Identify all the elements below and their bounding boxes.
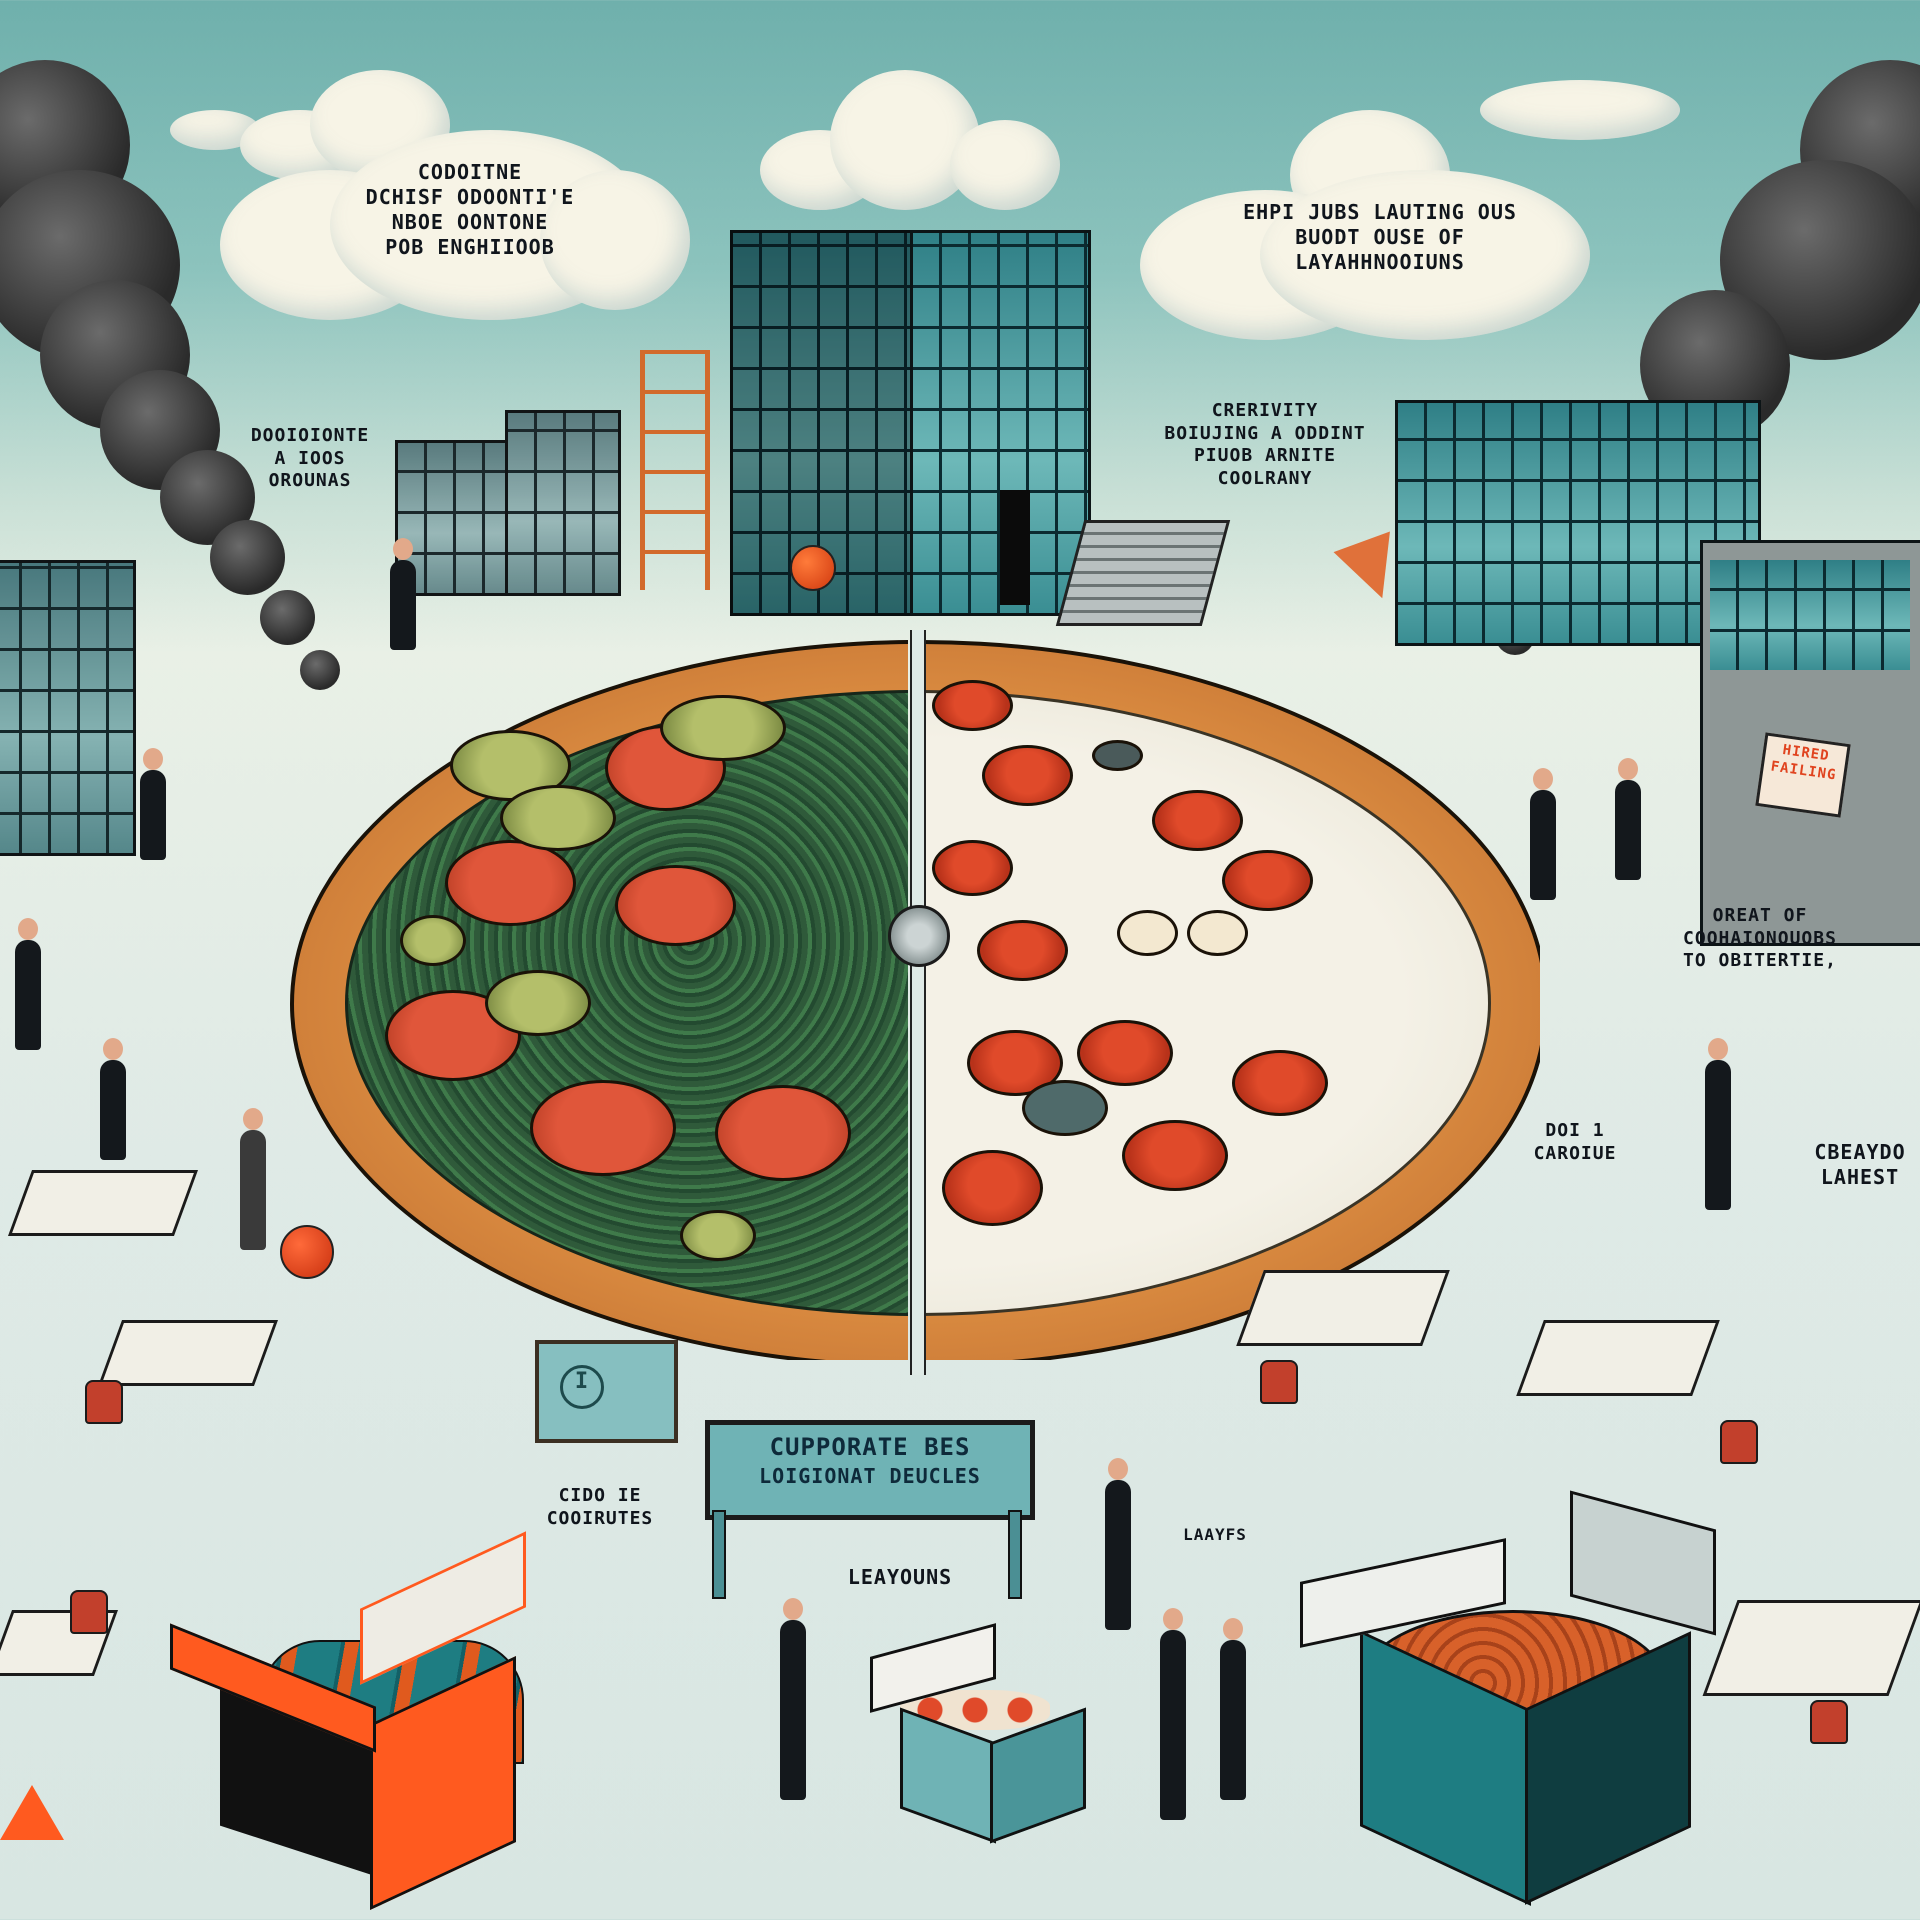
cloud-left-text: CODOITNE DCHISF ODOONTI'E NBOE OONTONE P… (365, 160, 575, 259)
sign-below-label: LEAYOUNS (847, 1565, 953, 1589)
building-left-edge (0, 560, 136, 856)
corporate-sign (705, 1420, 1035, 1520)
cloud-right-text: EHPI JUBS LAUTING OUS BUODT OUSE OF LAYA… (1243, 200, 1517, 274)
building-sign: HIRED FAILING (1755, 732, 1851, 818)
annotation-left-mid: DOOIOIONTE A IOOS OROUNAS (250, 425, 370, 491)
split-pizza (290, 630, 1540, 1375)
building-door (1000, 490, 1030, 605)
orange-ball (790, 545, 836, 591)
orange-box-with-vegetables (150, 1531, 530, 1911)
annotation-right-mid: OREAT OF COOHAIONOUOBS TO OBITERTIE, (1683, 905, 1837, 971)
pizza-left-half (290, 640, 908, 1360)
ladder (640, 350, 710, 590)
building-right-long (1395, 400, 1761, 646)
corporate-sign-post-left (712, 1510, 726, 1599)
corporate-sign-line1: CUPPORATE BES (769, 1433, 971, 1461)
annotation-right-low-b: CBEAYDO LAHEST (1814, 1140, 1906, 1189)
pizza-center-divider (910, 630, 926, 1375)
annotation-right-low-a: DOI 1 CAROIUE (1533, 1120, 1617, 1164)
whiteboard-glyph: I (560, 1365, 604, 1409)
pizza-right-half (922, 640, 1540, 1360)
building-left-small-2 (505, 410, 621, 596)
stacked-papers (1055, 520, 1231, 626)
whiteboard (535, 1340, 678, 1443)
annotation-bottom-left: CIDO IE COOIRUTES (546, 1485, 654, 1529)
pizza-center-knob (888, 905, 950, 967)
corporate-sign-line2: LOIGIONAT DEUCLES (759, 1464, 981, 1488)
warning-triangle-icon (0, 1785, 64, 1840)
orange-ball-2 (280, 1225, 334, 1279)
building-far-right-windows (1710, 560, 1910, 670)
annotation-center-right: CRERIVITY BOIUJING A ODDINT PIUOB ARNITE… (1164, 400, 1366, 489)
annotation-bottom-center-small: LAAYFS (1183, 1525, 1247, 1544)
small-box-with-tomatoes (870, 1623, 1100, 1844)
teal-box-with-pizzas (1280, 1490, 1720, 1906)
corporate-sign-post-right (1008, 1510, 1022, 1599)
